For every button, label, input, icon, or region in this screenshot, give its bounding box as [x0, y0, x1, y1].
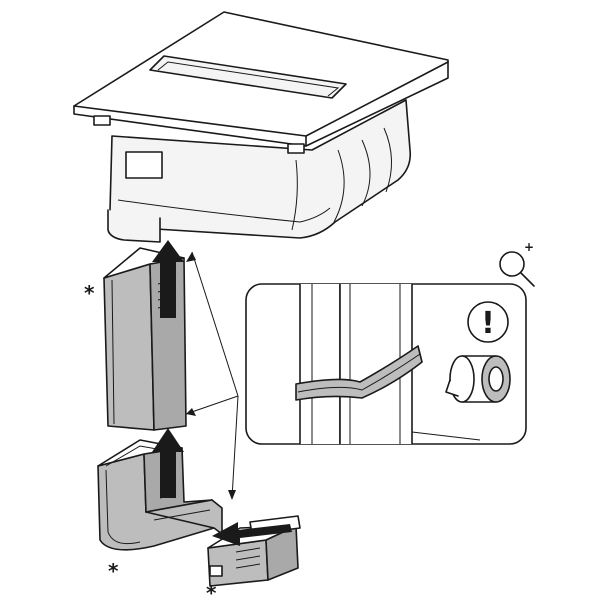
duct-outlet-stub — [107, 209, 161, 243]
pointer-lines — [185, 251, 239, 500]
pointer-arrowhead — [186, 408, 196, 416]
warning-symbol: ! — [481, 306, 495, 341]
connector-clip — [209, 565, 223, 577]
housing-edge — [299, 207, 331, 223]
pointer-line-middle — [185, 395, 239, 415]
pointer-arrowhead — [186, 252, 196, 262]
tape-band-edge — [297, 353, 421, 393]
housing-edge — [291, 159, 298, 231]
elbow-horizontal — [145, 499, 223, 535]
pointer-line-down — [231, 395, 239, 499]
elbow-curve-seam — [105, 469, 141, 545]
magnifier-plus: + — [524, 240, 534, 254]
asterisk-mark-vertical-duct: * — [84, 281, 95, 305]
cooktop-unit — [73, 11, 449, 243]
elbow-seam — [153, 509, 211, 521]
callout-detail-view — [295, 284, 481, 444]
magnifier-zoom-icon: + — [499, 240, 535, 287]
connector-stripes — [235, 547, 261, 569]
warning-icon: ! — [467, 301, 509, 343]
upward-arrow-icon — [152, 428, 184, 498]
tape-roll-icon — [445, 355, 511, 403]
vertical-duct: * — [84, 240, 187, 431]
mounting-clip-right — [287, 143, 305, 154]
vertical-duct-front — [103, 263, 155, 431]
housing-rib — [383, 127, 393, 193]
duct-column-left — [299, 284, 341, 444]
housing-edge — [117, 199, 301, 223]
asterisk-mark-connector: * — [206, 581, 217, 600]
pointer-line-up — [191, 251, 239, 397]
vertical-duct-seam — [111, 279, 115, 425]
insert-arrow-icon — [212, 522, 292, 546]
duct-floor-line — [411, 431, 481, 441]
pointer-arrowhead — [228, 490, 236, 500]
housing-rib — [333, 149, 345, 223]
mounting-clip-left — [93, 115, 111, 126]
housing-window — [125, 151, 163, 179]
horizontal-connector: * — [206, 515, 301, 600]
vent-slot-inner — [157, 61, 340, 97]
asterisk-mark-elbow: * — [108, 559, 119, 583]
detail-callout: ! — [245, 283, 527, 445]
elbow-duct: * — [97, 428, 223, 583]
upward-arrow-icon — [152, 240, 184, 318]
sealing-tape-band — [295, 345, 423, 401]
housing-rib — [361, 139, 371, 207]
